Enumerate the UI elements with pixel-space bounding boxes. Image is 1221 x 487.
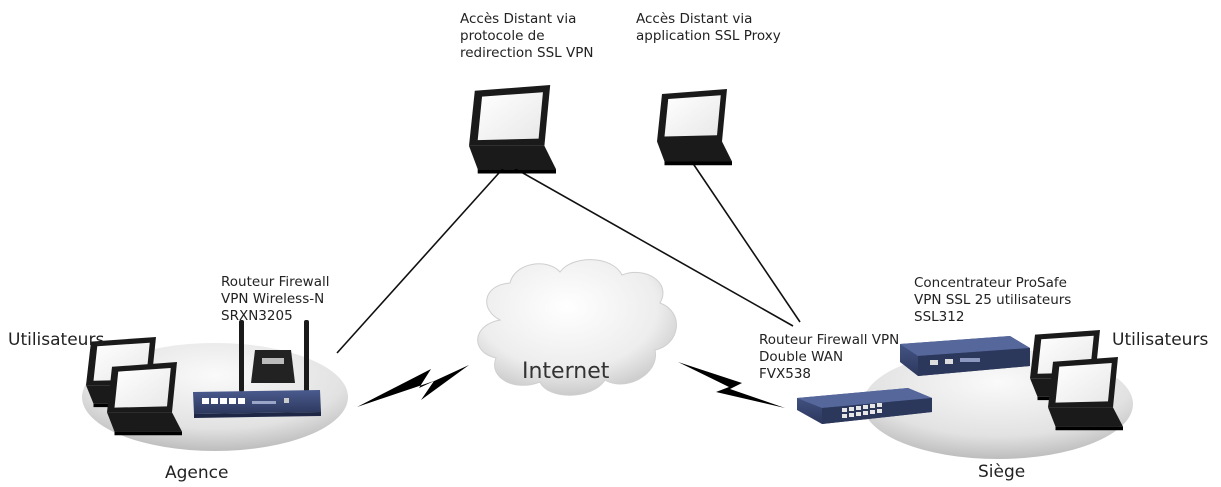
wan-link-right-bolt bbox=[678, 362, 785, 408]
label-hq: Siège bbox=[978, 462, 1026, 482]
link-laptop1-branch bbox=[336, 163, 508, 354]
branch-router-device bbox=[193, 320, 321, 418]
label-hq-router: Routeur Firewall VPN Double WAN FVX538 bbox=[759, 332, 900, 382]
link-laptop1-hq bbox=[506, 163, 794, 327]
internet-cloud bbox=[477, 259, 677, 396]
hq-concentrator-device bbox=[900, 336, 1030, 376]
label-users-right: Utilisateurs bbox=[1112, 330, 1209, 350]
link-laptop2-hq bbox=[691, 161, 801, 323]
wan-link-left-bolt bbox=[357, 365, 469, 407]
remote-laptop-proxy bbox=[657, 89, 732, 166]
label-concentrator: Concentrateur ProSafe VPN SSL 25 utilisa… bbox=[914, 275, 1072, 325]
label-branch-router: Routeur Firewall VPN Wireless-N SRXN3205 bbox=[221, 274, 330, 324]
label-remote-redirection: Accès Distant via protocole de redirecti… bbox=[460, 11, 594, 61]
hq-router-device bbox=[797, 388, 932, 424]
label-users-left: Utilisateurs bbox=[8, 330, 105, 350]
label-remote-proxy: Accès Distant via application SSL Proxy bbox=[636, 11, 781, 44]
label-internet: Internet bbox=[522, 359, 610, 384]
remote-laptop-redirection bbox=[469, 85, 556, 174]
label-branch: Agence bbox=[165, 463, 229, 483]
